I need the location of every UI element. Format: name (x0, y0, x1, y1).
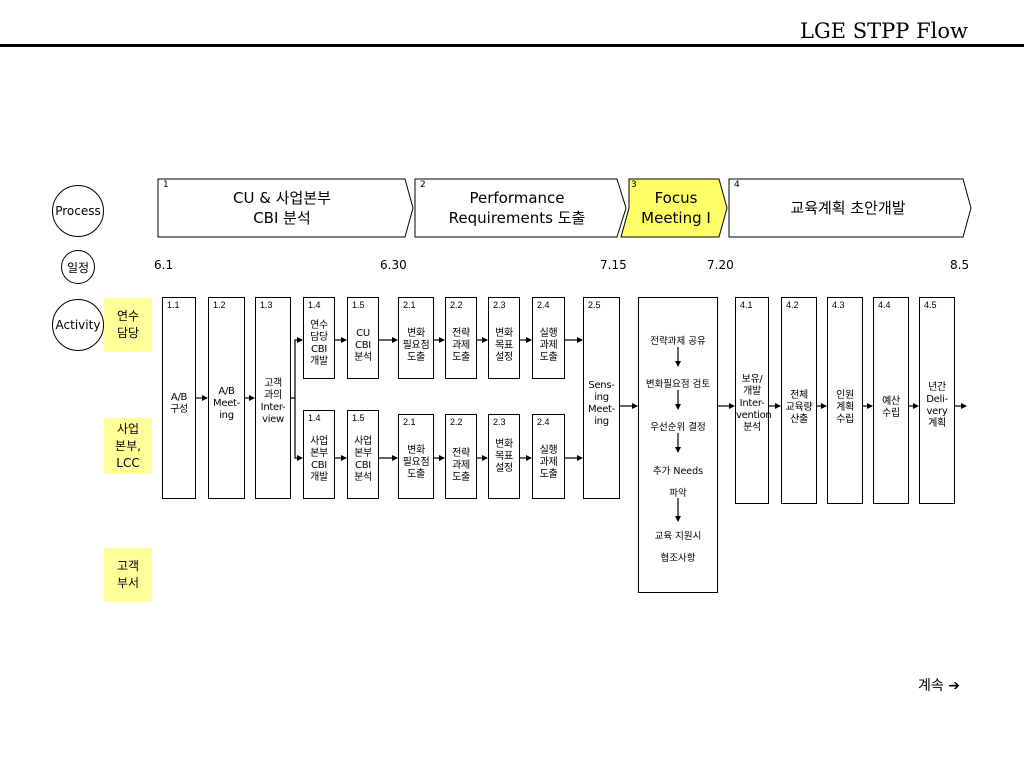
activity-text: 고객 과의 Inter- view (260, 378, 286, 425)
phase-1-label: CU & 사업본부 CBI 분석 (233, 189, 331, 227)
activity-2-1-business: 2.1 변화 필요점 도출 (398, 414, 434, 499)
phase-4-number: 4 (734, 180, 740, 190)
activity-text: 실행 과제 도출 (539, 445, 558, 480)
activity-number: 1.1 (167, 300, 180, 310)
activity-text: Sens- ing Meet- ing (588, 380, 615, 427)
activity-number: 4.4 (878, 300, 891, 310)
activity-number: 1.5 (352, 413, 365, 423)
date-label: 7.15 (600, 258, 627, 272)
activity-number: 1.3 (260, 300, 273, 310)
date-label: 7.20 (707, 258, 734, 272)
continue-link[interactable]: 계속 ➔ (918, 678, 960, 694)
activity-number: 4.5 (924, 300, 937, 310)
activity-number: 4.2 (786, 300, 799, 310)
activity-number: 1.5 (352, 300, 365, 310)
phase-1-number: 1 (163, 180, 169, 190)
activity-number: 2.4 (537, 300, 550, 310)
focus-step: 변화필요점 검토 (645, 379, 711, 390)
activity-2-1-training: 2.1 변화 필요점 도출 (398, 297, 434, 379)
date-label: 8.5 (950, 258, 970, 272)
activity-text: 전략 과제 도출 (452, 328, 470, 363)
phase-2-label: Performance Requirements 도출 (448, 189, 586, 227)
activity-2-4-training: 2.4 실행 과제 도출 (532, 297, 565, 379)
focus-step: 전략과제 공유 (650, 336, 706, 347)
activity-text: 년간 Deli- very 계획 (926, 382, 948, 429)
activity-number: 2.3 (493, 300, 506, 310)
focus-meeting-box: 전략과제 공유 변화필요점 검토 우선순위 결정 추가 Needs 파악 교육 … (638, 297, 718, 593)
activity-text: 연수 담당 CBI 개발 (310, 320, 328, 367)
activity-1-2: 1.2 A/B Meet- ing (208, 297, 245, 499)
activity-number: 1.2 (213, 300, 226, 310)
activity-number: 4.3 (832, 300, 845, 310)
focus-step: 파악 (669, 488, 687, 499)
activity-text: 보유/ 개발 Inter- vention 분석 (736, 374, 772, 433)
activity-4-5: 4.5 년간 Deli- very 계획 (919, 297, 955, 504)
activity-text: CU CBI 분석 (354, 328, 372, 363)
activity-number: 1.4 (308, 413, 321, 423)
focus-step: 추가 Needs (652, 466, 704, 477)
activity-row-label: Activity (52, 299, 104, 351)
phase-4-label: 교육계획 초안개발 (790, 199, 906, 217)
activity-text: 예산 수립 (882, 396, 900, 419)
focus-step: 우선순위 결정 (650, 422, 706, 433)
activity-text: A/B Meet- ing (213, 386, 240, 421)
activity-4-2: 4.2 전체 교육량 산출 (781, 297, 817, 504)
activity-number: 2.2 (450, 417, 463, 427)
focus-step: 교육 지원시 (654, 531, 702, 542)
activity-text: 변화 목표 설정 (495, 328, 513, 363)
phase-1-shape (157, 178, 414, 238)
activity-text: A/B 구성 (170, 392, 188, 415)
activity-text: 사업 본부 CBI 분석 (354, 436, 372, 483)
activity-2-2-business: 2.2 전략 과제 도출 (445, 414, 477, 499)
phase-3-number: 3 (631, 180, 637, 190)
activity-2-4-business: 2.4 실행 과제 도출 (532, 414, 565, 499)
activity-text: 변화 필요점 도출 (402, 328, 430, 363)
activity-text: 전체 교육량 산출 (785, 390, 813, 425)
activity-text: 전략 과제 도출 (452, 448, 470, 483)
activity-1-4-business: 1.4 사업 본부 CBI 개발 (303, 410, 335, 499)
activity-number: 2.1 (403, 300, 416, 310)
activity-2-3-business: 2.3 변화 목표 설정 (488, 414, 520, 499)
activity-1-5-training: 1.5 CU CBI 분석 (347, 297, 379, 379)
activity-number: 2.1 (403, 417, 416, 427)
activity-4-3: 4.3 인원 계획 수립 (827, 297, 863, 504)
activity-text: 변화 목표 설정 (495, 439, 513, 474)
activity-text: 변화 필요점 도출 (402, 445, 430, 480)
activity-1-3: 1.3 고객 과의 Inter- view (255, 297, 291, 499)
activity-number: 2.2 (450, 300, 463, 310)
date-label: 6.30 (380, 258, 407, 272)
activity-number: 1.4 (308, 300, 321, 310)
activity-2-5: 2.5 Sens- ing Meet- ing (583, 297, 620, 499)
date-label: 6.1 (154, 258, 174, 272)
activity-1-1: 1.1 A/B 구성 (162, 297, 196, 499)
process-row-label: Process (52, 185, 104, 237)
activity-number: 4.1 (740, 300, 753, 310)
activity-text: 사업 본부 CBI 개발 (310, 436, 328, 483)
phase-2-shape (414, 178, 627, 238)
schedule-row-label: 일정 (61, 250, 95, 284)
activity-number: 2.4 (537, 417, 550, 427)
activity-4-1: 4.1 보유/ 개발 Inter- vention 분석 (735, 297, 772, 504)
group-label-customer-dept: 고객 부서 (104, 548, 152, 602)
phase-2-number: 2 (420, 180, 426, 190)
page-title: LGE STPP Flow (800, 19, 968, 43)
focus-step: 협조사항 (660, 553, 696, 564)
activity-1-5-business: 1.5 사업 본부 CBI 분석 (347, 410, 379, 499)
activity-1-4-training: 1.4 연수 담당 CBI 개발 (303, 297, 335, 379)
activity-2-3-training: 2.3 변화 목표 설정 (488, 297, 520, 379)
group-label-business-unit: 사업 본부, LCC (104, 418, 152, 474)
title-divider (0, 44, 1024, 47)
activity-number: 2.3 (493, 417, 506, 427)
activity-4-4: 4.4 예산 수립 (873, 297, 909, 504)
phase-4-shape (728, 178, 972, 238)
activity-number: 2.5 (588, 300, 601, 310)
activity-2-2-training: 2.2 전략 과제 도출 (445, 297, 477, 379)
phase-3-shape (620, 178, 728, 238)
activity-text: 실행 과제 도출 (539, 328, 558, 363)
phase-3-label: Focus Meeting I (641, 189, 711, 227)
group-label-training: 연수 담당 (104, 298, 152, 352)
activity-text: 인원 계획 수립 (836, 390, 854, 425)
